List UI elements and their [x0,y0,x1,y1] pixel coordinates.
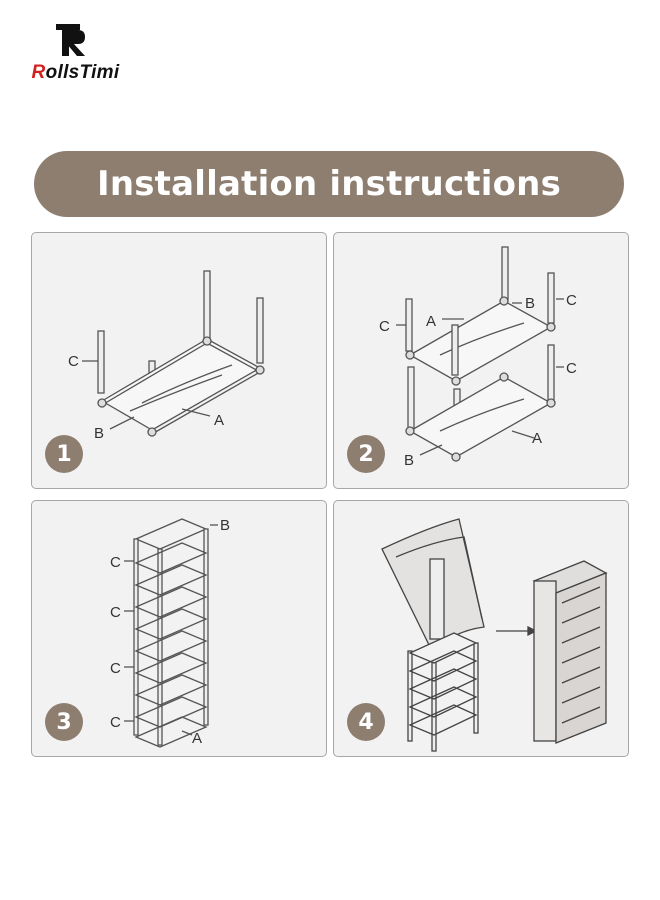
step-4-panel: 4 [333,500,629,757]
label-c-3: C [110,660,121,677]
title-banner: Installation instructions [34,151,624,217]
label-a: A [214,412,224,429]
label-c-left: C [379,318,390,335]
label-b: B [220,517,230,534]
label-b-top: B [525,295,535,312]
label-c-1: C [110,554,121,571]
brand-name: RollsTimi [31,62,120,83]
brand-logo-mark [56,24,85,56]
step-4-illustration [381,518,608,752]
step-2-illustration: C A B C C B A [379,246,577,469]
label-c-top: C [566,292,577,309]
label-b: B [94,425,104,442]
step-1-panel: C B A 1 [31,232,327,489]
label-c-right: C [566,360,577,377]
step-number-badge: 1 [45,435,83,473]
step-number-badge: 4 [347,703,385,741]
step-number-badge: 2 [347,435,385,473]
label-a-bottom: A [532,430,542,447]
label-a-top: A [426,313,436,330]
label-a: A [192,730,202,747]
step-1-illustration: C B A [68,270,265,442]
label-b-bottom: B [404,452,414,469]
step-3-panel: B C C C C A 3 [31,500,327,757]
step-3-illustration: B C C C C A [110,517,230,748]
label-c-2: C [110,604,121,621]
label-c-4: C [110,714,121,731]
page-title: Installation instructions [96,164,562,204]
brand-logo: RollsTimi [8,22,143,86]
step-2-panel: C A B C C B A 2 [333,232,629,489]
step-number-badge: 3 [45,703,83,741]
label-c: C [68,353,79,370]
